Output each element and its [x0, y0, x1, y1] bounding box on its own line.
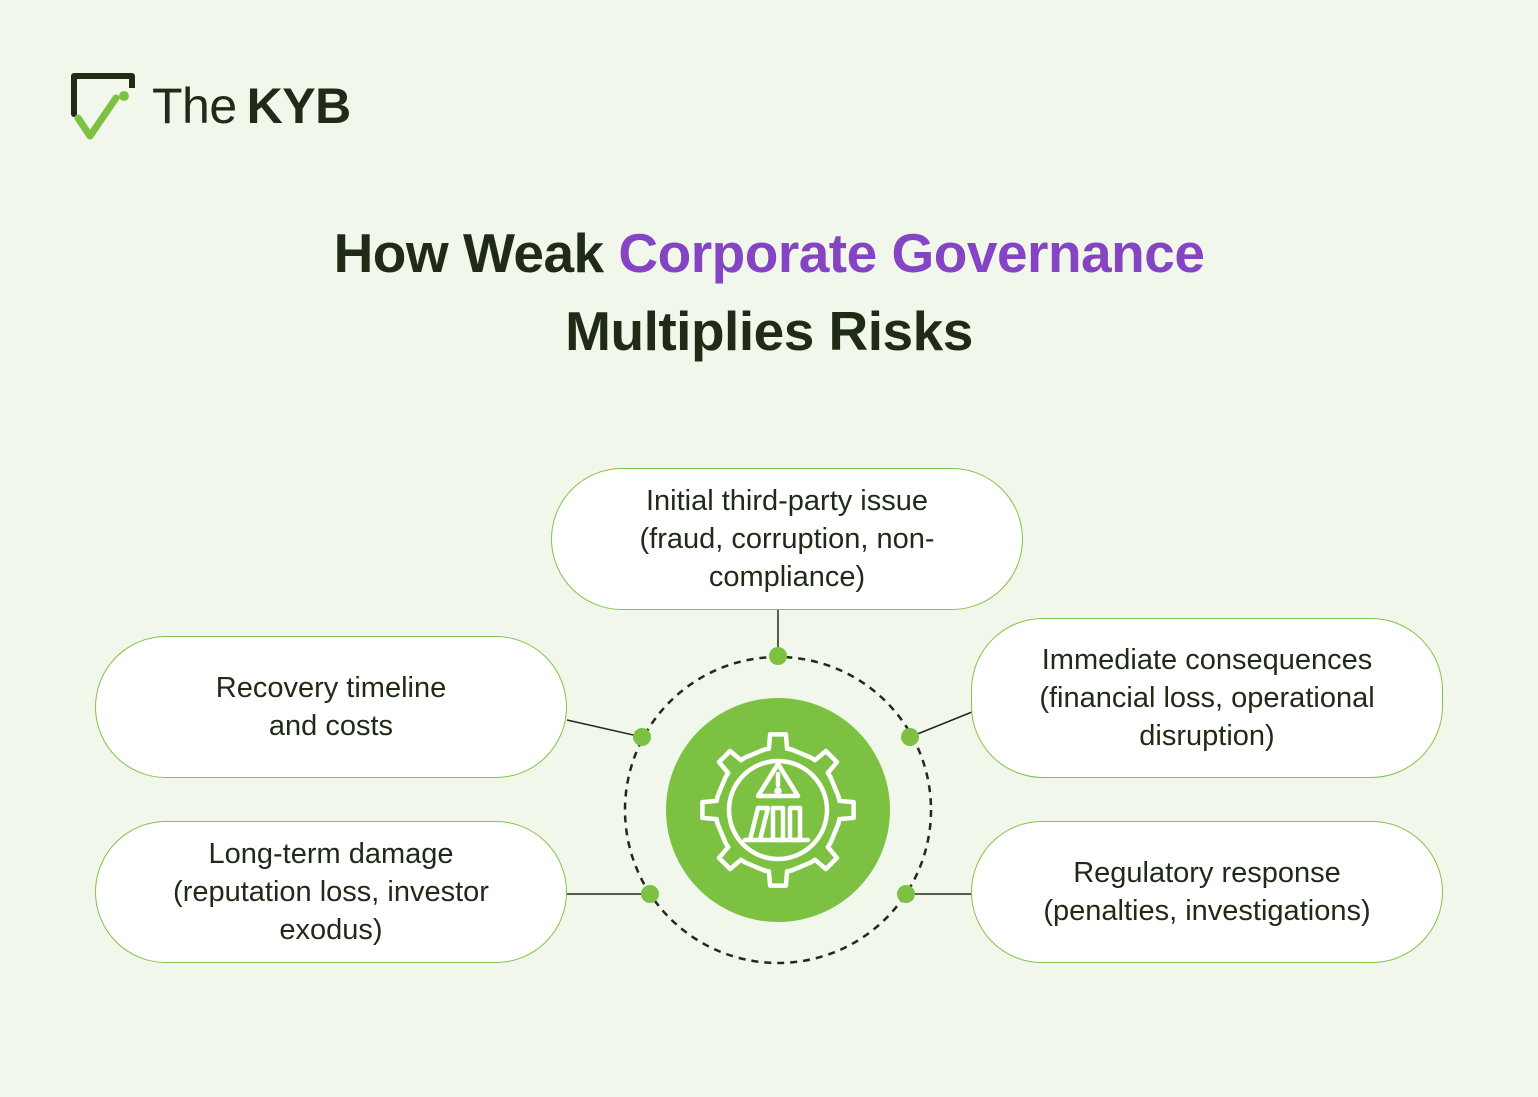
node-text: Regulatory response (penalties, investig…: [1043, 854, 1370, 930]
node-line: (fraud, corruption, non-: [639, 523, 935, 555]
orbit-dot-right2: [897, 885, 915, 903]
node-long-term-damage: Long-term damage (reputation loss, inves…: [95, 821, 567, 963]
orbit-dot-left1: [633, 728, 651, 746]
node-line: Long-term damage: [208, 838, 454, 870]
gear-warning-chart-icon: [700, 732, 856, 888]
gear-inner-ring: [726, 758, 830, 862]
title-line2: Multiplies Risks: [565, 300, 973, 362]
node-text: Initial third-party issue (fraud, corrup…: [640, 482, 935, 596]
warning-triangle: [755, 761, 801, 799]
orbit-dot-top: [769, 647, 787, 665]
node-line: Immediate consequences: [1041, 644, 1373, 676]
node-recovery-timeline: Recovery timeline and costs: [95, 636, 567, 778]
chart-bar-1: [747, 805, 771, 843]
node-line: Initial third-party issue: [645, 485, 929, 517]
orbit-dot-left2: [641, 885, 659, 903]
node-line: (penalties, investigations): [1043, 895, 1371, 927]
shield-check-icon: [71, 73, 135, 140]
connector-left1: [566, 719, 643, 738]
node-text: Long-term damage (reputation loss, inves…: [173, 835, 489, 949]
logo-kyb: KYB: [246, 78, 352, 134]
logo-the: The: [152, 78, 237, 134]
node-line: disruption): [1139, 720, 1275, 752]
title-accent: Corporate Governance: [618, 222, 1205, 284]
node-immediate-consequences: Immediate consequences (financial loss, …: [971, 618, 1443, 778]
title-part1: How Weak: [333, 222, 619, 284]
orbit-dot-right1: [901, 728, 919, 746]
gear-outline: [700, 732, 856, 888]
node-line: Recovery timeline: [215, 672, 447, 704]
connector-right1: [909, 711, 973, 738]
page-title: How Weak Corporate Governance Multiplies…: [0, 214, 1538, 370]
node-text: Recovery timeline and costs: [216, 669, 446, 745]
warning-dot: [774, 787, 782, 795]
node-regulatory-response: Regulatory response (penalties, investig…: [971, 821, 1443, 963]
node-line: and costs: [268, 710, 394, 742]
node-line: compliance): [708, 561, 866, 593]
node-line: Regulatory response: [1073, 857, 1341, 889]
node-initial-issue: Initial third-party issue (fraud, corrup…: [551, 468, 1023, 610]
node-line: (financial loss, operational: [1039, 682, 1375, 714]
node-line: (reputation loss, investor: [173, 876, 489, 908]
node-line: exodus): [279, 914, 383, 946]
node-text: Immediate consequences (financial loss, …: [1039, 641, 1374, 755]
